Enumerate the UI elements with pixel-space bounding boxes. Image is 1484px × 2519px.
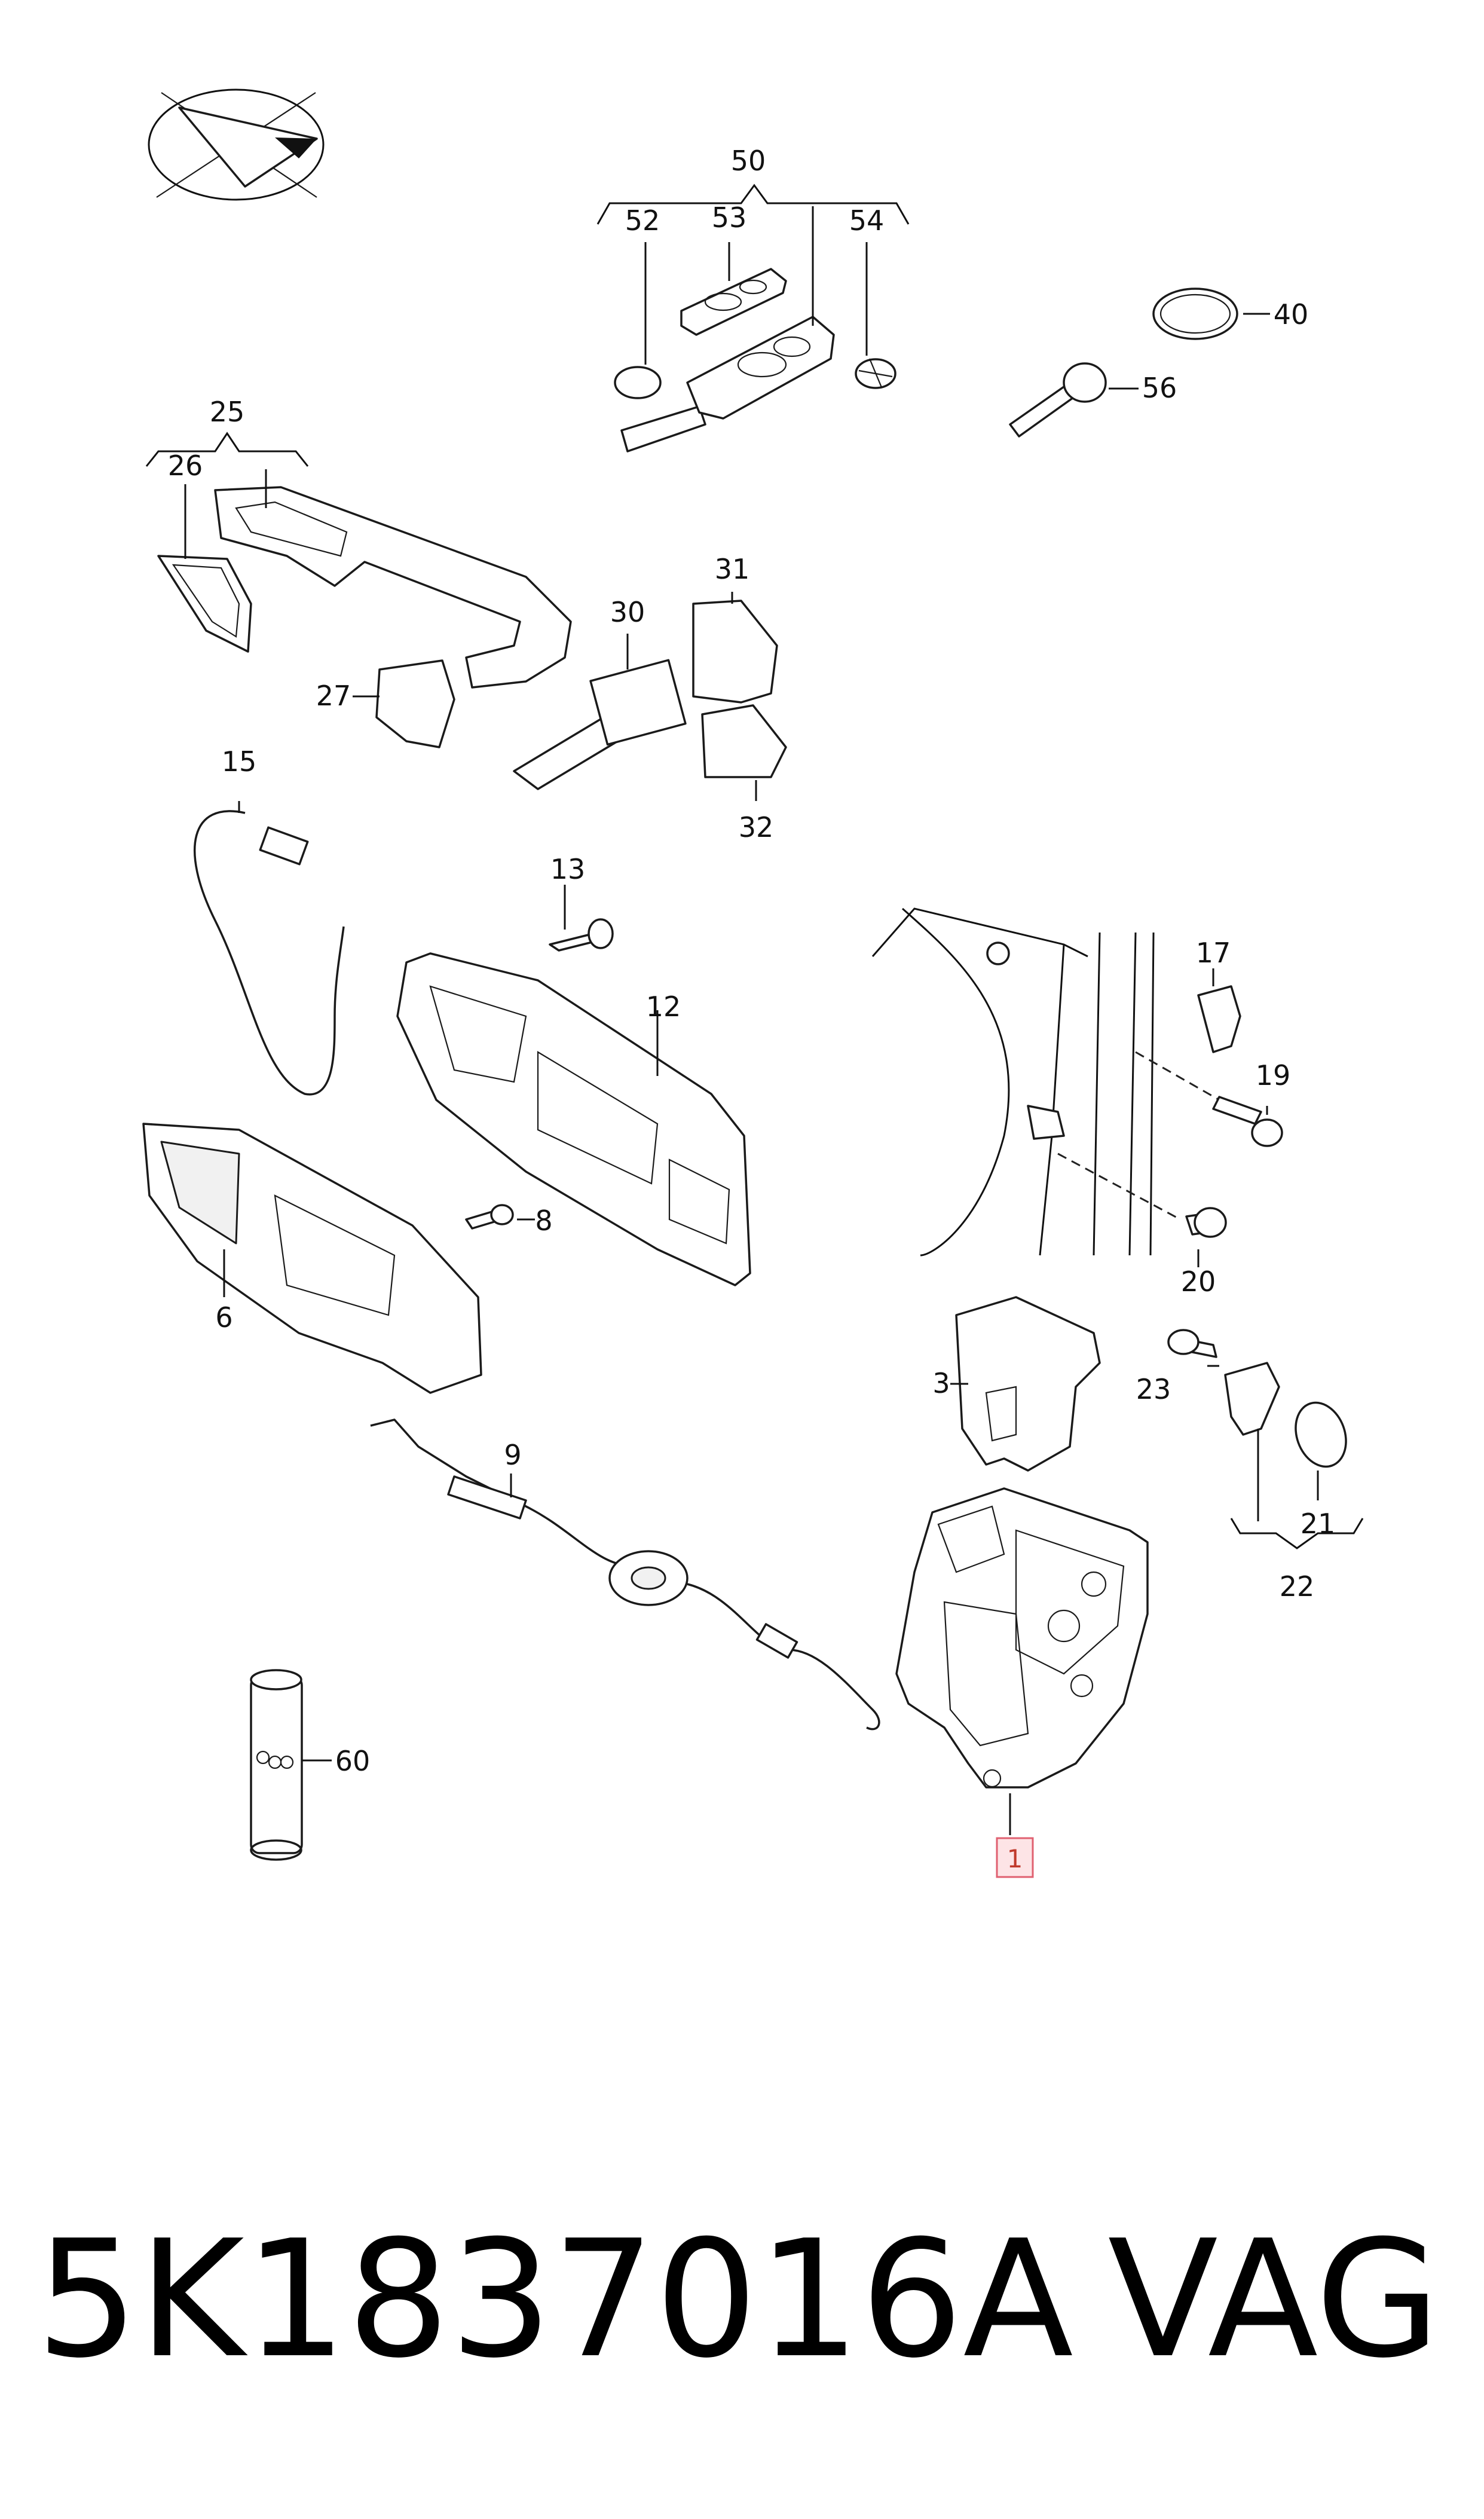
striker-screws-and-cap (1185, 968, 1283, 1267)
callout-32: 32 (739, 811, 774, 843)
callout-12: 12 (646, 991, 681, 1023)
callout-13: 13 (550, 853, 586, 885)
orientation-arrow-icon (148, 88, 325, 201)
highlight-box (996, 1837, 1034, 1878)
brand-text: VAG (1107, 2205, 1440, 2393)
callout-15: 15 (222, 745, 257, 778)
release-cable (370, 1419, 880, 1731)
callout-60: 60 (335, 1745, 371, 1777)
callout-3: 3 (932, 1367, 950, 1399)
callout-labels: 50 52 53 54 40 56 25 26 27 30 31 32 15 1… (168, 145, 1336, 1777)
part-number-text: 5K1837016A (36, 2205, 1074, 2393)
callout-25: 25 (210, 396, 245, 428)
highlighted-callout-1[interactable]: 1 (996, 1837, 1034, 1878)
seal-ring-and-key-blade (1009, 288, 1270, 438)
callout-30: 30 (610, 596, 645, 628)
callout-19: 19 (1256, 1059, 1291, 1092)
striker-plate-group (1167, 1329, 1364, 1549)
callout-6: 6 (215, 1301, 232, 1334)
callout-17: 17 (1196, 937, 1231, 969)
callout-52: 52 (625, 204, 660, 237)
handle-carrier-frame (396, 885, 751, 1286)
lock-cylinder-and-caps (513, 592, 787, 801)
callout-9: 9 (504, 1439, 521, 1471)
callout-21: 21 (1301, 1508, 1336, 1540)
exterior-door-handle (145, 432, 572, 748)
callout-8: 8 (535, 1205, 552, 1237)
lock-cover-bracket (950, 1296, 1101, 1472)
callout-26: 26 (168, 450, 203, 482)
callout-31: 31 (715, 553, 750, 585)
callout-50: 50 (731, 145, 766, 177)
interior-door-handle (142, 1123, 535, 1394)
callout-56: 56 (1142, 372, 1177, 404)
door-lock-actuator (895, 1487, 1149, 1835)
grease-tube (250, 1669, 332, 1861)
callout-54: 54 (849, 204, 885, 237)
callout-22: 22 (1280, 1570, 1315, 1603)
callout-23: 23 (1136, 1373, 1171, 1405)
callout-53: 53 (712, 201, 747, 234)
door-body-section (871, 907, 1220, 1257)
bowden-cable (193, 801, 345, 1096)
callout-27: 27 (316, 680, 351, 712)
callout-20: 20 (1181, 1265, 1216, 1298)
callout-40: 40 (1274, 298, 1309, 331)
callout-1: 1 (1007, 1844, 1023, 1873)
remote-key-group (596, 184, 910, 453)
